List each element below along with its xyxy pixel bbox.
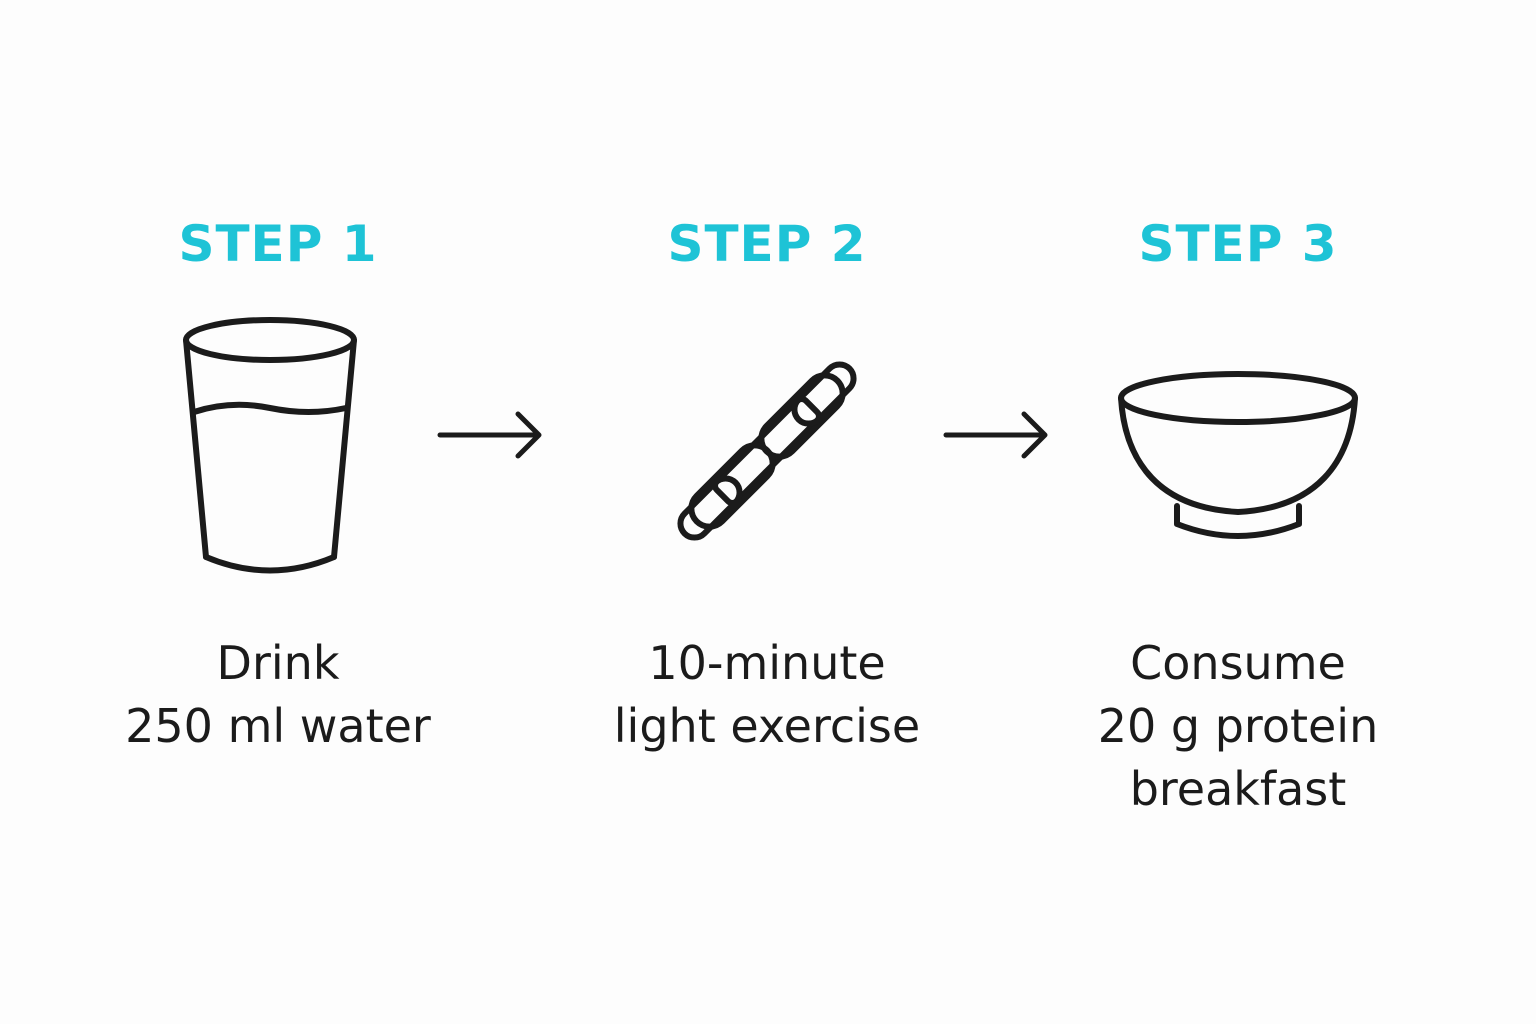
step-3-description: Consume 20 g protein breakfast (1008, 632, 1468, 821)
step-2-title: STEP 2 (667, 215, 867, 273)
bowl-icon (1118, 371, 1358, 539)
step-3: STEP 3 Consume 20 g protein breakfast (1008, 0, 1468, 1024)
step-1-description: Drink 250 ml water (48, 632, 508, 758)
step-1-title: STEP 1 (178, 215, 378, 273)
step-1-line-2: 250 ml water (125, 699, 431, 753)
step-1: STEP 1 Drink 250 ml water (48, 0, 508, 1024)
dumbbell-icon (677, 361, 857, 541)
water-glass-icon (183, 317, 357, 574)
step-2-line-1: 10-minute (648, 636, 886, 690)
step-2-line-2: light exercise (613, 699, 921, 753)
step-3-line-1: Consume (1130, 636, 1346, 690)
step-2-description: 10-minute light exercise (537, 632, 997, 758)
step-3-title: STEP 3 (1138, 215, 1338, 273)
step-3-line-2: 20 g protein (1097, 699, 1379, 753)
step-2: STEP 2 (537, 0, 997, 1024)
arrow-right-icon (943, 411, 1048, 459)
step-1-line-1: Drink (216, 636, 340, 690)
step-3-line-3: breakfast (1129, 762, 1347, 816)
arrow-right-icon (437, 411, 542, 459)
